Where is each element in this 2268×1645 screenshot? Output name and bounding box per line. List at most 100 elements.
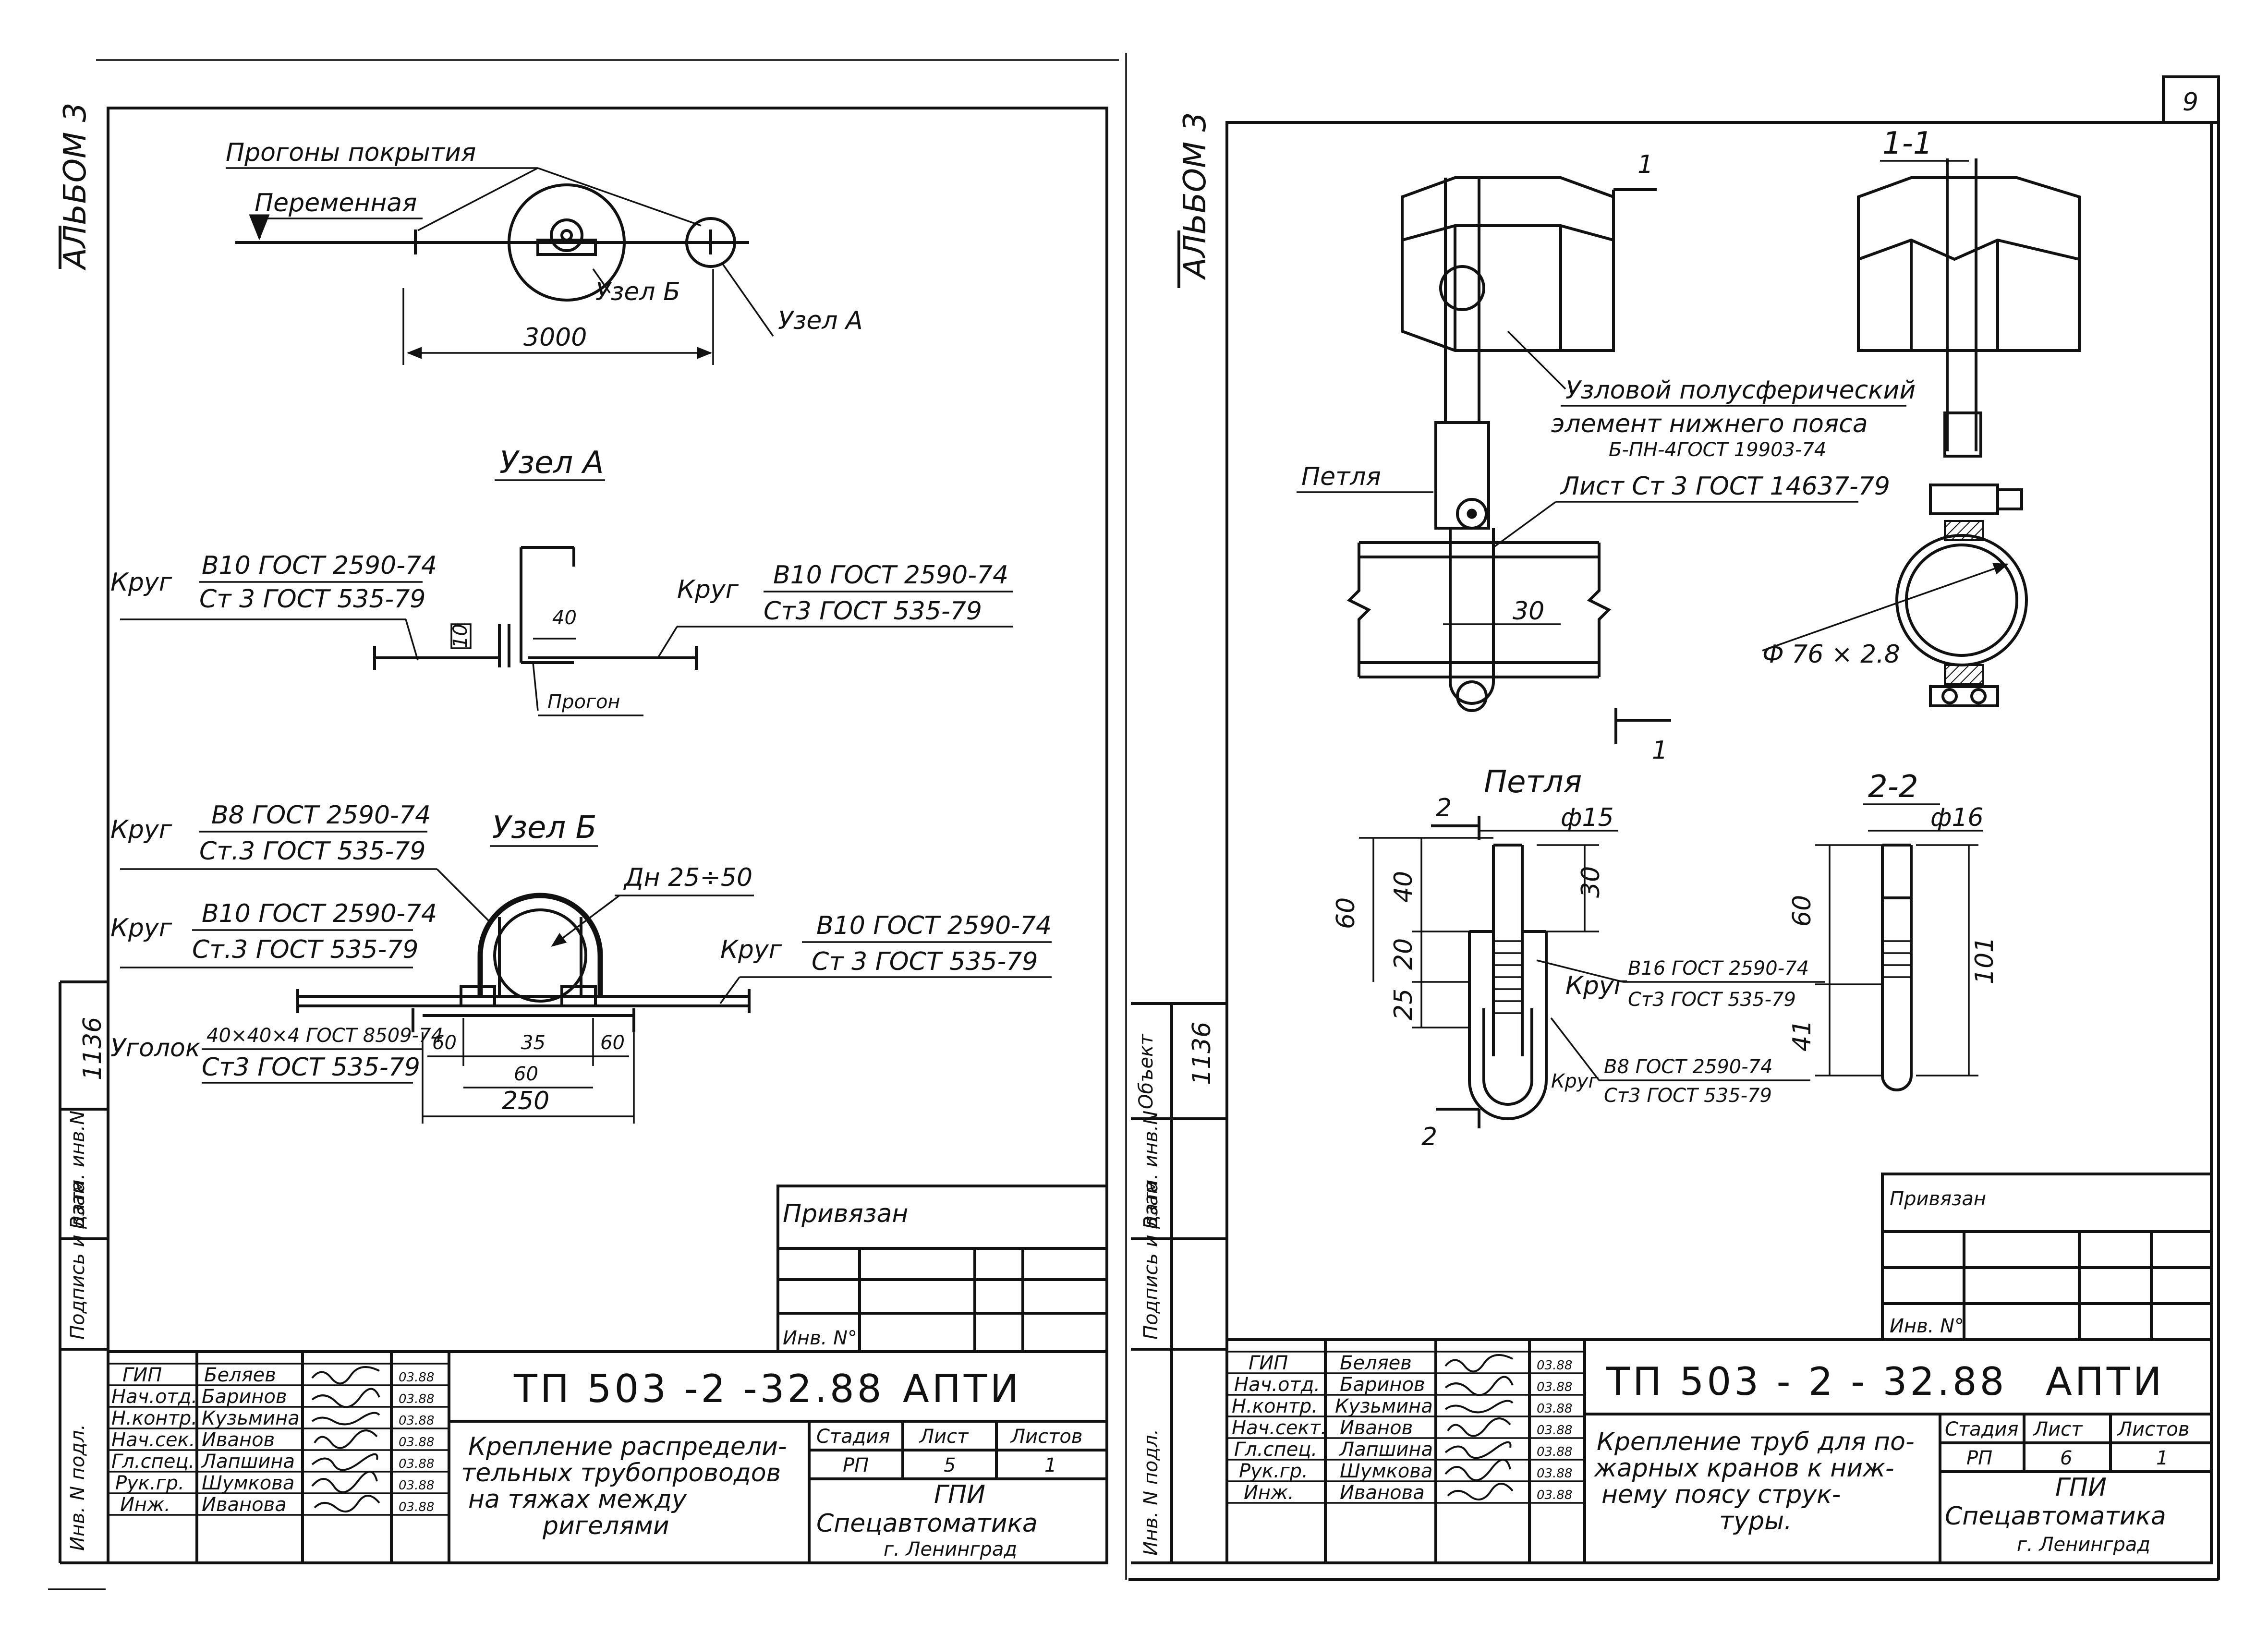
- section-2-bottom: 2: [1421, 1123, 1437, 1151]
- sheets-header: Листов: [1010, 1426, 1082, 1448]
- r-title-line-4: туры.: [1719, 1507, 1792, 1536]
- node-b-spec-3b: Ст 3 ГОСТ 535-79: [812, 947, 1038, 976]
- dim-60-mid: 60: [514, 1063, 538, 1085]
- r-staff-role-6: Инж.: [1244, 1482, 1294, 1504]
- node-a-title: Узел А: [499, 445, 604, 481]
- loop-dim-25: 25: [1389, 989, 1418, 1020]
- left-side-stamp: 1136 Взам. инв.N Подпись и дата Инв. N п…: [59, 980, 108, 1564]
- sheet-value: 5: [944, 1454, 956, 1476]
- r-title-line-2: жарных кранов к ниж-: [1594, 1454, 1894, 1483]
- staff-role-1: Нач.отд.: [111, 1386, 197, 1408]
- node-a-left-krug: Круг: [110, 568, 172, 597]
- r-staff-date-1: 03.88: [1537, 1380, 1572, 1394]
- staff-name-2: Кузьмина: [202, 1407, 300, 1429]
- node-b-krug-3: Круг: [720, 935, 782, 964]
- r-sheet-header: Лист: [2033, 1418, 2083, 1440]
- dim-60-left: 60: [432, 1032, 457, 1054]
- staff-role-6: Инж.: [120, 1494, 170, 1516]
- section-1-1-title: 1-1: [1882, 126, 1933, 161]
- side-field-inv: Инв. N подл.: [67, 1424, 89, 1551]
- node-a-right-krug: Круг: [677, 575, 739, 604]
- r-staff-date-5: 03.88: [1537, 1466, 1572, 1481]
- spec-b2: Ст3 ГОСТ 535-79: [1604, 1085, 1772, 1107]
- section-2-2: 2-2 ф16 60 41 101: [1788, 769, 1999, 1091]
- album-label: АЛЬБОМ 3: [58, 103, 93, 271]
- r-doc-code: ТП 503 - 2 - 32.88: [1606, 1359, 2007, 1404]
- dim-60-right: 60: [600, 1032, 625, 1054]
- section-2-top: 2: [1436, 794, 1452, 822]
- r-title-line-3: нему поясу струк-: [1601, 1480, 1841, 1509]
- r-staff-date-6: 03.88: [1537, 1488, 1572, 1502]
- doc-code: ТП 503 -2 -32.88: [513, 1367, 885, 1411]
- spec-a1: В16 ГОСТ 2590-74: [1628, 957, 1809, 980]
- loop-fitting: [1434, 421, 1490, 530]
- r-staff-date-4: 03.88: [1537, 1445, 1572, 1459]
- title-line-4: ригелями: [542, 1512, 669, 1540]
- r-org-2: Спецавтоматика: [1945, 1502, 2166, 1531]
- staff-name-6: Иванова: [202, 1494, 287, 1516]
- staff-date-1: 03.88: [399, 1392, 434, 1406]
- side-number: 1136: [78, 1017, 107, 1080]
- r-doc-suffix: АПТИ: [2046, 1359, 2165, 1404]
- staff-name-4: Лапшина: [201, 1451, 295, 1473]
- r-org-1: ГПИ: [2055, 1473, 2107, 1502]
- r-staff-name-5: Шумкова: [1340, 1460, 1432, 1482]
- left-binding-block: Привязан Инв. N°: [776, 1185, 1108, 1353]
- staff-role-5: Рук.гр.: [115, 1472, 184, 1494]
- page-number-box: [2162, 75, 2220, 124]
- rod-dim-101: 101: [1970, 937, 1999, 984]
- right-sheet-frame: [1225, 121, 2213, 1564]
- node-b-spec-2a: В10 ГОСТ 2590-74: [202, 899, 437, 928]
- side-number-right: 1136: [1188, 1022, 1216, 1085]
- node-a-dim-10: 10: [449, 624, 472, 648]
- side-field-replace: Взам. инв.N: [67, 1111, 89, 1229]
- loop-detail: Петля 2 2 ф15 60 40 20 25 30 Круг В16 ГО…: [1332, 764, 1825, 1151]
- r-sheets-value: 1: [2156, 1447, 2168, 1469]
- node-a-left-spec2: Ст 3 ГОСТ 535-79: [199, 585, 425, 614]
- node-a-right-spec2: Ст3 ГОСТ 535-79: [764, 597, 982, 626]
- variable-label: Переменная: [255, 189, 417, 218]
- staff-role-3: Нач.сек.: [111, 1429, 195, 1451]
- front-view: 30 1 1 Петля Узловой полусферический эле…: [1297, 150, 1916, 765]
- node-b-title: Узел Б: [492, 810, 597, 846]
- pipe-dim: Ф 76 × 2.8: [1762, 640, 1900, 669]
- r-staff-role-1: Нач.отд.: [1234, 1374, 1320, 1396]
- loop-label-front: Петля: [1301, 462, 1381, 491]
- node-element-1: Узловой полусферический: [1565, 376, 1916, 405]
- loop-dim-40: 40: [1389, 871, 1418, 903]
- staff-name-5: Шумкова: [202, 1472, 294, 1494]
- binding-label-right: Привязан: [1890, 1188, 1986, 1210]
- r-staff-name-2: Кузьмина: [1335, 1395, 1433, 1417]
- spec-b1: В8 ГОСТ 2590-74: [1604, 1056, 1773, 1078]
- r-staff-role-3: Нач.сект.: [1232, 1417, 1327, 1439]
- spec-a2: Ст3 ГОСТ 535-79: [1628, 989, 1796, 1011]
- node-b-spec-1b: Ст.3 ГОСТ 535-79: [199, 837, 425, 866]
- dim-30-front: 30: [1513, 597, 1544, 626]
- node-b-krug-1: Круг: [110, 815, 172, 844]
- pipe-section-right: [1895, 534, 2028, 666]
- staff-role-0: ГИП: [122, 1364, 162, 1386]
- staff-name-1: Баринов: [202, 1386, 287, 1408]
- node-b-spec-1a: В8 ГОСТ 2590-74: [211, 801, 431, 830]
- angle-spec-1: 40×40×4 ГОСТ 8509-74: [206, 1025, 443, 1047]
- node-b-spec-3a: В10 ГОСТ 2590-74: [816, 911, 1052, 940]
- staff-name-3: Иванов: [202, 1429, 275, 1451]
- node-b-callout-circle: [508, 183, 626, 302]
- left-sheet-frame: [107, 107, 1108, 1564]
- staff-date-5: 03.88: [399, 1478, 434, 1493]
- org-3: г. Ленинград: [884, 1538, 1017, 1560]
- hemisphere-node: [1401, 176, 1615, 352]
- page-number: 9: [2183, 88, 2198, 117]
- angle-spec-2: Ст3 ГОСТ 535-79: [202, 1053, 420, 1082]
- r-staff-role-2: Н.контр.: [1232, 1395, 1318, 1417]
- left-signatures: [311, 1366, 380, 1512]
- section-1-1: 1-1 Ф 76 × 2.8: [1762, 126, 2081, 707]
- staff-name-0: Беляев: [204, 1364, 276, 1386]
- r-staff-name-4: Лапшина: [1339, 1439, 1433, 1461]
- left-title-block: ГИП Беляев 03.88 Нач.отд. Баринов 03.88 …: [108, 1350, 1107, 1563]
- r-staff-role-5: Рук.гр.: [1239, 1460, 1308, 1482]
- r-stage-header: Стадия: [1945, 1418, 2018, 1440]
- side-field-replace-right: Взам. инв.N: [1140, 1111, 1162, 1229]
- r-staff-role-0: ГИП: [1249, 1352, 1288, 1374]
